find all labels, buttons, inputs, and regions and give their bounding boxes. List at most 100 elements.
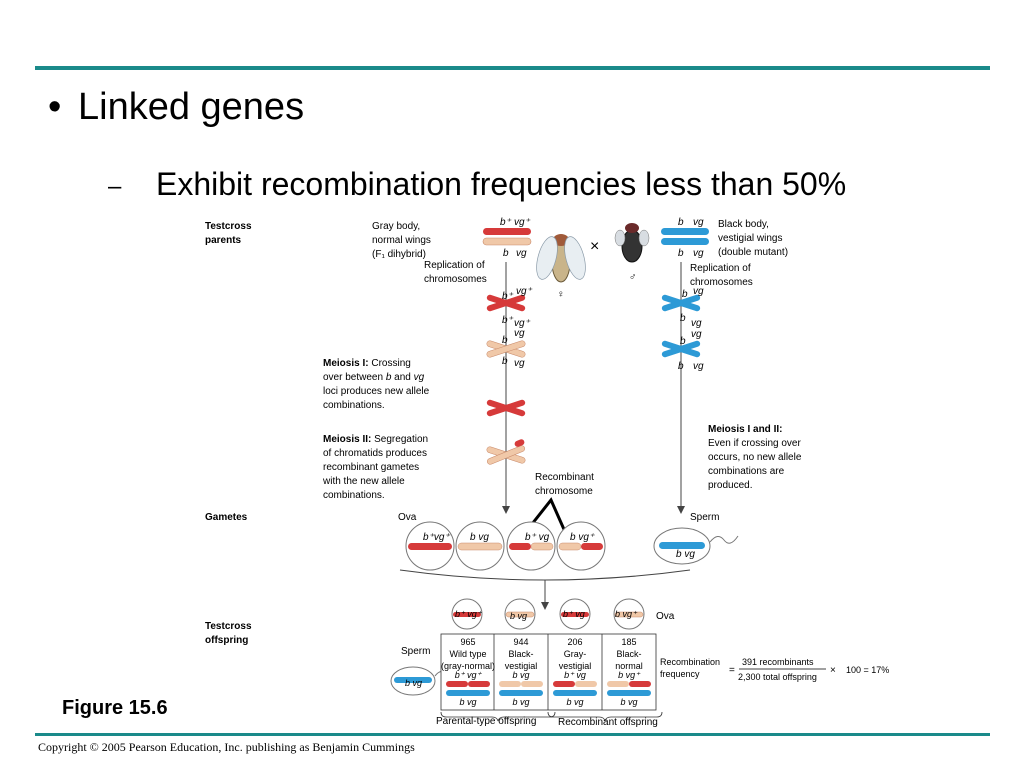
offspring-phenotype-2: (gray-normal) <box>441 661 495 671</box>
meiosis1-text-1: Meiosis I: Crossing <box>323 358 411 369</box>
offspring-chromosome-top-left <box>553 681 575 687</box>
offspring-chromosome-top-left <box>446 681 468 687</box>
offspring-bottom-allele: b vg <box>459 697 476 707</box>
offspring-phenotype-1: Gray- <box>564 649 587 659</box>
allele-label: b⁺ <box>502 315 514 326</box>
offspring-count: 965 <box>460 637 475 647</box>
offspring-chromosome-bottom <box>607 690 651 696</box>
meiosis-right-3: occurs, no new allele <box>708 452 802 463</box>
offspring-count: 206 <box>567 637 582 647</box>
offspring-chromosome-top-left <box>499 681 521 687</box>
offspring-phenotype-2: vestigial <box>505 661 538 671</box>
offspring-top-allele: b vg⁺ <box>618 670 641 680</box>
gamete-label: b vg <box>676 549 695 560</box>
female-symbol: ♀ <box>557 289 565 300</box>
bottom-accent-bar <box>35 733 990 736</box>
numerator: 391 recombinants <box>742 657 814 667</box>
replication-right-2: chromosomes <box>690 277 753 288</box>
equals-sign: = <box>729 665 735 676</box>
offspring-phenotype-2: vestigial <box>559 661 592 671</box>
allele-label: vg <box>514 328 525 339</box>
meiosis-right-4: combinations are <box>708 466 785 477</box>
converge-curve <box>399 569 691 581</box>
allele-label: vg <box>693 248 704 259</box>
result: 100 = 17% <box>846 665 889 675</box>
ova-right-label: Ova <box>656 611 675 622</box>
male-fly-icon <box>614 223 650 263</box>
parental-type-label: Parental-type offspring <box>436 716 536 727</box>
sub-bullet-marker: – <box>108 172 122 200</box>
crossing-over-chromosomes <box>486 399 526 417</box>
male-symbol: ♂ <box>629 272 637 283</box>
cross-symbol: × <box>590 238 599 255</box>
female-desc-2: normal wings <box>372 235 431 246</box>
offspring-bottom-allele: b vg <box>620 697 637 707</box>
allele-label: b <box>680 336 686 347</box>
allele-label: b <box>678 217 684 228</box>
gamete-label: b vg⁺ <box>570 532 595 543</box>
offspring-chromosome-top-right <box>521 681 543 687</box>
allele-label: vg <box>693 217 704 228</box>
replication-right-1: Replication of <box>690 263 751 274</box>
meiosis-right-5: produced. <box>708 480 752 491</box>
meiosis2-text-3: recombinant gametes <box>323 462 419 473</box>
right-replicated-blue-2 <box>661 340 701 358</box>
female-desc-1: Gray body, <box>372 221 420 232</box>
chromosome-blue <box>661 238 709 245</box>
allele-label: vg <box>691 318 702 329</box>
gamete-label: b⁺vg⁺ <box>423 532 450 543</box>
meiosis2-text-4: with the new allele <box>322 476 405 487</box>
allele-label: vg <box>693 286 704 297</box>
allele-label: vg <box>691 329 702 340</box>
bullet-level-2: – Exhibit recombination frequencies less … <box>108 166 846 203</box>
bullet-level-2-text: Exhibit recombination frequencies less t… <box>156 166 847 202</box>
meiosis1-text-2: over between b and vg <box>323 372 425 383</box>
row-label-testcross-parents-2: parents <box>205 235 242 246</box>
male-desc-2: vestigial wings <box>718 233 782 244</box>
offspring-chromosome-bottom <box>446 690 490 696</box>
left-replicated-red <box>486 294 526 312</box>
recombinant-chromosome-2: chromosome <box>535 486 593 497</box>
sperm-label: b vg <box>405 678 422 688</box>
offspring-chromosome-top-right <box>575 681 597 687</box>
sperm-label: Sperm <box>690 512 719 523</box>
allele-label: b <box>682 289 688 300</box>
row-label-testcross-parents-1: Testcross <box>205 221 252 232</box>
allele-label: vg <box>514 358 525 369</box>
allele-label: b⁺ <box>502 291 514 302</box>
offspring-count: 944 <box>513 637 528 647</box>
allele-label: vg <box>516 248 527 259</box>
right-replicated-blue-1 <box>661 294 701 312</box>
meiosis2-text-1: Meiosis II: Segregation <box>323 434 428 445</box>
allele-label: b <box>503 248 509 259</box>
row-label-testcross-offspring-1: Testcross <box>205 621 252 632</box>
chromosome-tan <box>482 237 532 246</box>
offspring-top-allele: b vg <box>512 670 529 680</box>
allele-label: b <box>680 313 686 324</box>
meiosis2-chromatids <box>486 439 526 465</box>
recomb-freq-label-2: frequency <box>660 669 700 679</box>
offspring-phenotype-1: Black- <box>508 649 533 659</box>
recombinant-brace <box>547 711 663 722</box>
ova-label: Ova <box>398 512 417 523</box>
offspring-chromosome-bottom <box>499 690 543 696</box>
allele-label: b <box>678 361 684 372</box>
top-accent-bar <box>35 66 990 70</box>
allele-label: b <box>502 356 508 367</box>
sperm-left-label: Sperm <box>401 646 430 657</box>
egg-gamete-1: b⁺vg⁺ <box>405 521 455 571</box>
offspring-chromosome-top-right <box>468 681 490 687</box>
offspring-ova-label: b⁺ vg <box>563 609 585 619</box>
offspring-table <box>440 633 657 711</box>
gamete-label: b vg <box>470 532 489 543</box>
egg-gamete-4: b vg⁺ <box>556 521 606 571</box>
recomb-freq-label-1: Recombination <box>660 657 720 667</box>
meiosis-right-2: Even if crossing over <box>708 438 801 449</box>
offspring-phenotype-1: Black- <box>616 649 641 659</box>
female-desc-3: (F₁ dihybrid) <box>372 249 426 260</box>
bullet-marker: • <box>48 86 62 128</box>
copyright-text: Copyright © 2005 Pearson Education, Inc.… <box>38 740 415 754</box>
allele-label: vg⁺ <box>514 318 531 329</box>
replication-left-1: Replication of <box>424 260 485 271</box>
offspring-ova-label: b⁺ vg⁺ <box>455 609 483 619</box>
